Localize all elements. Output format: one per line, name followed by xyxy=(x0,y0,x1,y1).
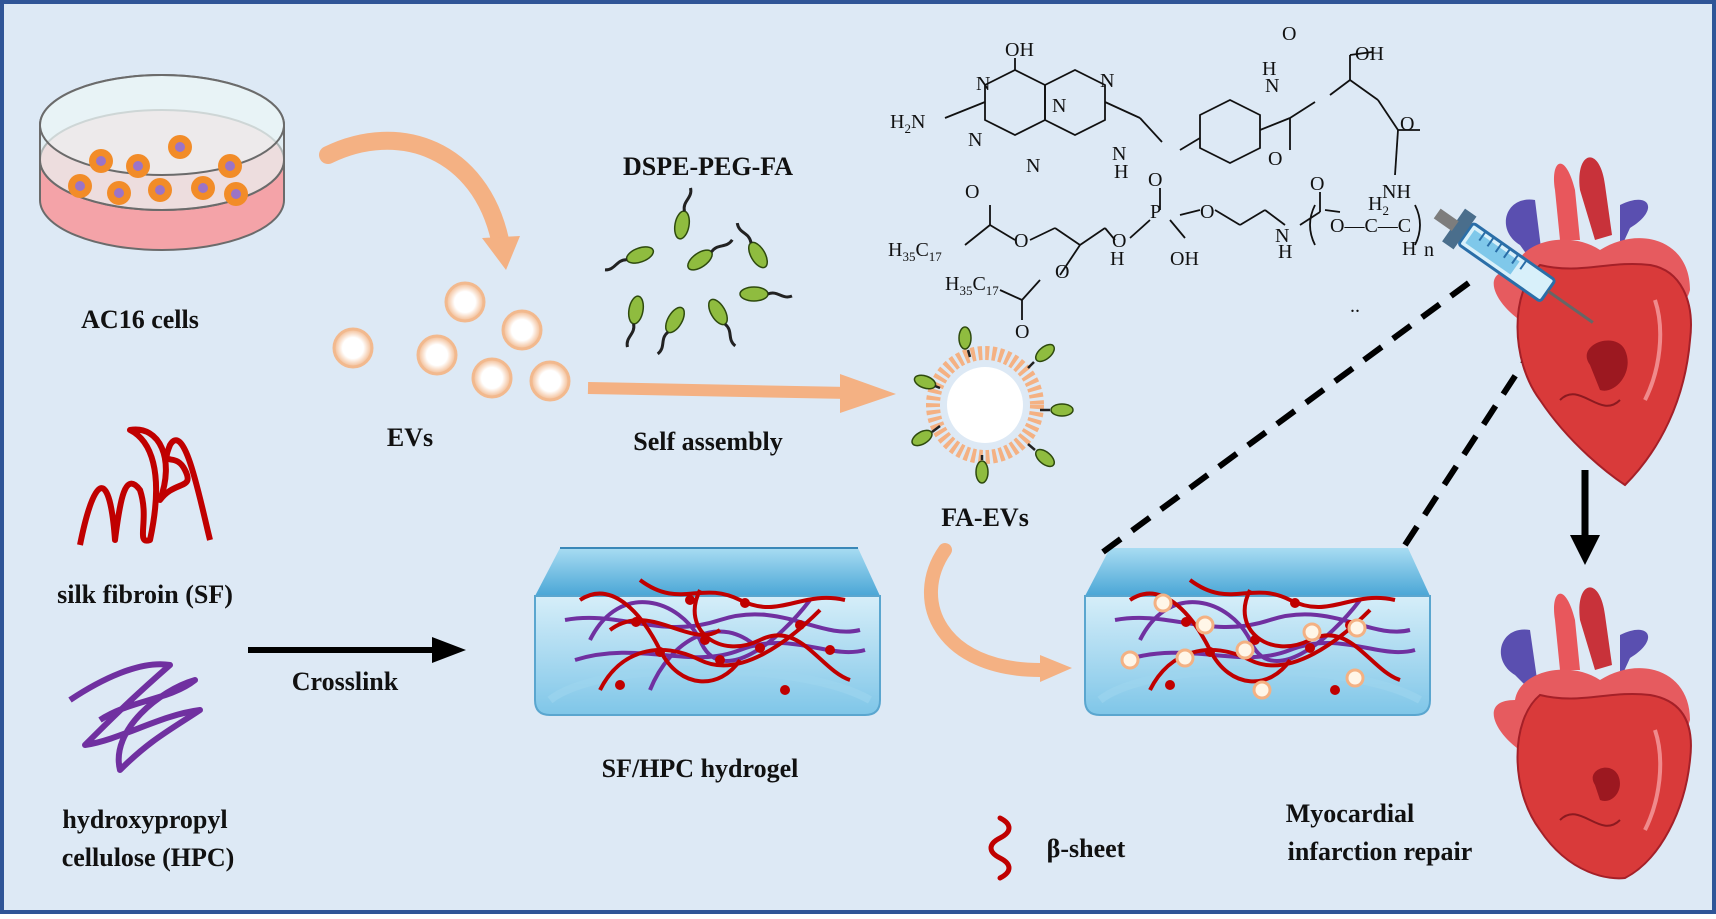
atom-n: N xyxy=(1026,155,1040,177)
peg-h: H xyxy=(1402,238,1416,260)
label-self-assembly: Self assembly xyxy=(633,427,783,456)
label-evs: EVs xyxy=(387,423,433,452)
atom-h: H xyxy=(1110,248,1124,270)
label-silk-fibroin: silk fibroin (SF) xyxy=(57,580,233,609)
crosslink-arrow-icon xyxy=(248,637,466,663)
atom-o: O xyxy=(1268,148,1282,170)
fa-ev-vesicle-icon xyxy=(911,326,1074,484)
atom-nh-top: NH xyxy=(1382,181,1411,203)
label-infarction-repair: infarction repair xyxy=(1288,837,1473,866)
atom-p: P xyxy=(1150,201,1161,223)
label-ac16-cells: AC16 cells xyxy=(81,305,199,334)
atom-o: O xyxy=(1014,230,1028,252)
atom-n: N xyxy=(976,73,990,95)
atom-o: O xyxy=(1112,230,1126,252)
curved-arrow-icon xyxy=(924,543,1072,682)
peg-unit: O—C—C xyxy=(1330,215,1411,237)
dspe-peg-fa-atoms: OH N N N N N H2N N H O N H O OH O NH O H… xyxy=(888,23,1434,343)
atom-o: O xyxy=(1282,23,1296,45)
atom-o: O xyxy=(965,181,979,203)
hpc-icon xyxy=(68,661,203,773)
label-myocardial: Myocardial xyxy=(1286,799,1415,828)
dspe-peg-fa-structure xyxy=(944,51,1421,320)
ev-vesicles-icon xyxy=(332,281,571,402)
peg-h2: H2 xyxy=(1368,193,1389,218)
petri-dish-icon xyxy=(39,74,285,251)
atom-h: H xyxy=(1114,161,1128,183)
label-fa-evs: FA-EVs xyxy=(941,503,1029,532)
atom-n: N xyxy=(1275,225,1289,247)
zoom-dashed-lines xyxy=(1101,279,1548,555)
atom-o: O xyxy=(1015,321,1029,343)
label-beta-sheet: β-sheet xyxy=(1047,834,1126,863)
atom-o: O xyxy=(1200,201,1214,223)
atom-oh: OH xyxy=(1005,39,1034,61)
atom-cooh: OH xyxy=(1355,43,1384,65)
label-sf-hpc-hydrogel: SF/HPC hydrogel xyxy=(602,754,799,783)
self-assembly-arrow-icon xyxy=(587,374,896,413)
atom-h: H xyxy=(1278,241,1292,263)
dots: .. xyxy=(1350,295,1360,317)
atom-n: N xyxy=(1112,143,1126,165)
atom-n: N xyxy=(1265,75,1279,97)
atom-n: N xyxy=(1052,95,1066,117)
heart-injected-icon xyxy=(1493,157,1692,487)
atom-h: H xyxy=(1262,58,1276,80)
silk-fibroin-icon xyxy=(77,426,213,546)
hydrogel-box-icon xyxy=(534,547,881,716)
label-dspe-peg-fa: DSPE-PEG-FA xyxy=(623,152,793,181)
label-hpc-line1: hydroxypropyl xyxy=(62,805,227,834)
down-arrow-icon xyxy=(1570,470,1600,565)
atom-h35c17: H35C17 xyxy=(888,239,942,264)
atom-h35c17: H35C17 xyxy=(945,273,999,298)
atom-o: O xyxy=(1055,261,1069,283)
atom-n: N xyxy=(968,129,982,151)
syringe-icon xyxy=(1433,208,1594,324)
label-hpc-line2: cellulose (HPC) xyxy=(62,843,235,872)
beta-sheet-icon xyxy=(988,815,1012,881)
atom-oh: OH xyxy=(1170,248,1199,270)
atom-o: O xyxy=(1310,173,1324,195)
dspe-peg-fa-molecules-icon xyxy=(604,187,793,356)
atom-o: O xyxy=(1400,113,1414,135)
label-crosslink: Crosslink xyxy=(292,667,399,696)
atom-o: O xyxy=(1148,169,1162,191)
atom-h2n: H2N xyxy=(890,111,925,136)
curved-arrow-icon xyxy=(319,131,520,270)
atom-n: N xyxy=(1100,70,1114,92)
heart-repaired-icon xyxy=(1493,587,1692,880)
hydrogel-with-evs-icon xyxy=(1084,548,1431,716)
cell-icon xyxy=(68,135,248,206)
repeat-n: n xyxy=(1424,239,1434,261)
